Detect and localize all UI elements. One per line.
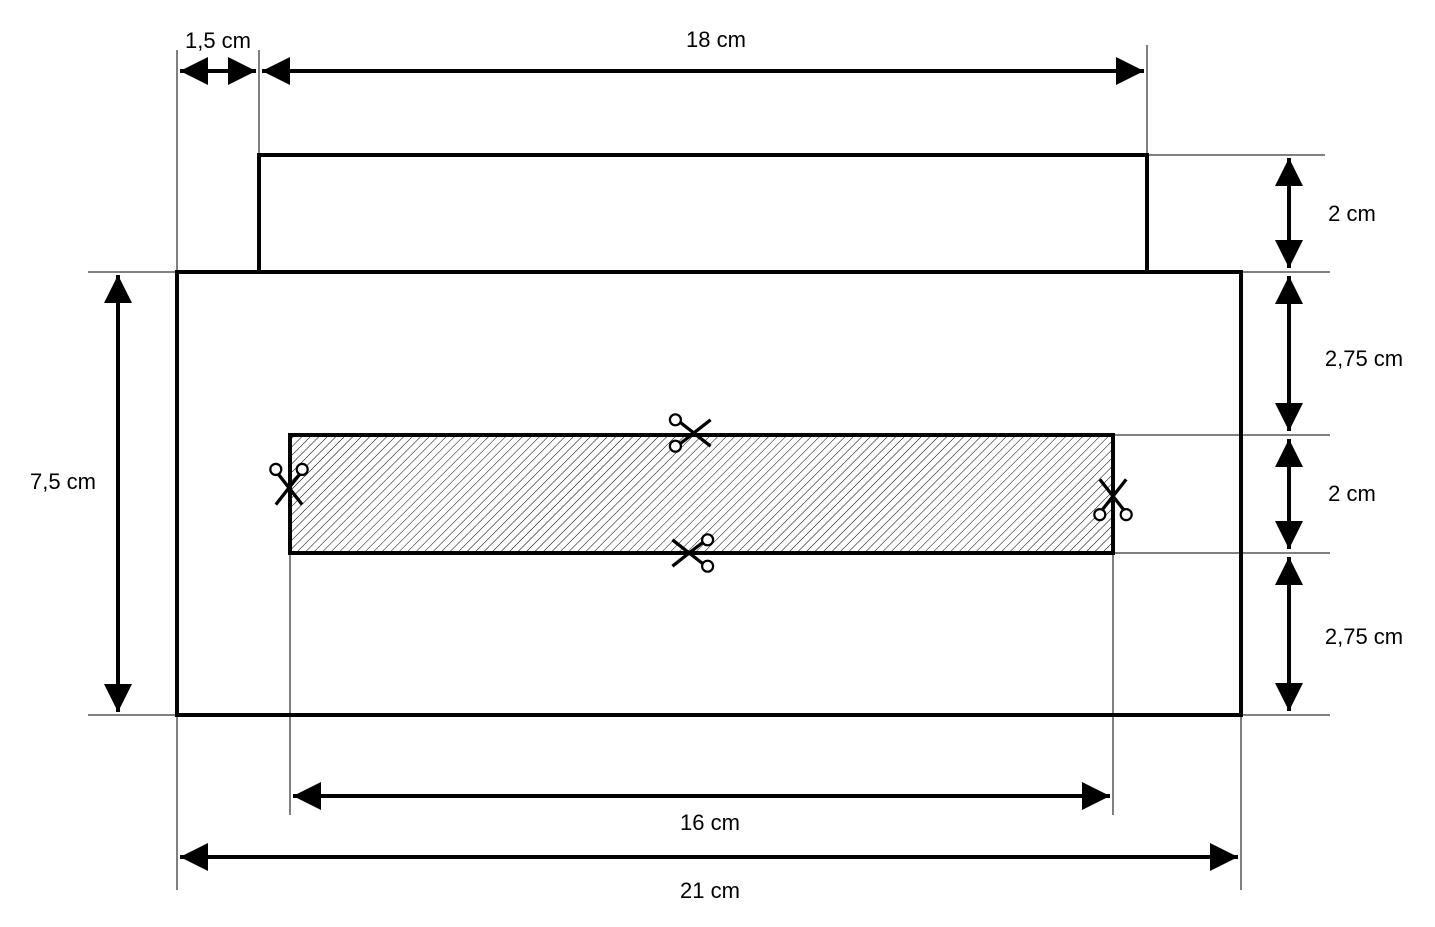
label-lower-band: 2,75 cm xyxy=(1325,624,1403,649)
label-top-width: 18 cm xyxy=(686,27,746,52)
label-upper-band: 2,75 cm xyxy=(1325,346,1403,371)
dimension-arrows xyxy=(104,57,1303,871)
label-body-height: 7,5 cm xyxy=(30,469,96,494)
label-slot-width: 16 cm xyxy=(680,810,740,835)
cut-out-slot xyxy=(288,433,1115,555)
label-margin-left: 1,5 cm xyxy=(185,28,251,53)
label-total-width: 21 cm xyxy=(680,878,740,903)
top-tab xyxy=(257,153,1149,274)
main-body xyxy=(175,270,1243,717)
label-tab-height: 2 cm xyxy=(1328,201,1376,226)
label-slot-height: 2 cm xyxy=(1328,481,1376,506)
